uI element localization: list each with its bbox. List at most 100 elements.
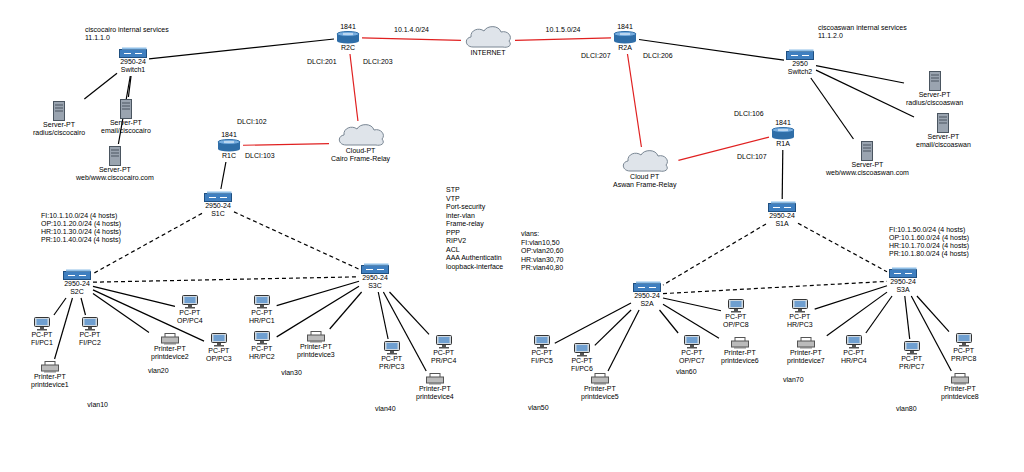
printer-node: Printer-PTprintdevice1 [30, 360, 70, 390]
router-icon [217, 139, 241, 152]
pc-node: PC-PTPR/PC7 [898, 340, 925, 372]
device-label: Server-PT [919, 91, 951, 99]
switch-node: 2950-24S3C [360, 262, 390, 291]
trunk-link [234, 212, 359, 269]
device-label: FI/PC5 [531, 357, 553, 365]
pc-icon [254, 295, 270, 309]
router-node: 1841R2A [612, 22, 638, 53]
pc-icon [436, 335, 452, 349]
server-node: Server-PTweb/www.ciscoaswan.com [825, 140, 910, 178]
device-label: printdevice2 [151, 353, 189, 361]
device-label: printdevice7 [787, 357, 825, 365]
note-text: HR:vlan30,70 [520, 256, 564, 264]
pc-node: PC-PTHR/PC2 [248, 330, 276, 362]
vlan-area: vlan70PC-PTHR/PC3PC-PTHR/PC4Printer-PTpr… [780, 293, 874, 385]
device-label: Printer-PT [944, 385, 976, 393]
pc-icon [792, 299, 808, 313]
vlan-area: vlan40PC-PTPR/PC3PC-PTPR/PC4Printer-PTpr… [372, 328, 466, 414]
device-label: PC-PT [789, 313, 810, 321]
device-label: OP/PC7 [679, 357, 705, 365]
ethernet-link [782, 150, 784, 199]
printer-node: Printer-PTprintdevice5 [580, 372, 620, 402]
pc-icon [82, 317, 98, 331]
device-label: PC-PT [381, 355, 402, 363]
pc-node: PC-PTOP/PC4 [176, 294, 204, 326]
device-label: FI/PC6 [571, 365, 593, 373]
trunk-link [663, 281, 887, 293]
subnet-label: 10.1.5.0/24 [544, 26, 581, 34]
device-label: INTERNET [471, 49, 506, 57]
dlci-label: DLCI:206 [642, 52, 674, 60]
vlan-area: vlan50PC-PTFI/PC5PC-PTFI/PC6Printer-PTpr… [525, 325, 625, 413]
zone-heading: 11.1.2.0 [818, 32, 1014, 40]
dlci-label: DLCI:106 [733, 110, 765, 118]
switch-icon [786, 49, 814, 60]
device-label: OP/PC3 [206, 355, 232, 363]
printer-node: Printer-PTprintdevice7 [786, 336, 826, 366]
device-label: R2A [618, 44, 632, 52]
vlan-area: vlan10PC-PTFI/PC1PC-PTFI/PC2Printer-PTpr… [25, 310, 111, 410]
device-label: Printer-PT [34, 373, 66, 381]
device-label: HR/PC3 [787, 321, 813, 329]
pc-node: PC-PTHR/PC4 [840, 334, 868, 366]
device-label: S1A [775, 220, 788, 228]
vlan-label: vlan10 [87, 401, 108, 409]
ethernet-link [93, 286, 175, 306]
trunk-link [93, 277, 359, 282]
device-label: 2950-24 [362, 274, 388, 282]
device-label: PC-PT [571, 357, 592, 365]
device-label: PC-PT [208, 347, 229, 355]
pc-icon [182, 295, 198, 309]
device-label: FI/PC1 [31, 339, 53, 347]
server-icon [109, 146, 121, 166]
dlci-label: DLCI:102 [236, 118, 268, 126]
note-text: loopback-interface [445, 263, 504, 271]
cloud-icon [620, 149, 670, 173]
ethernet-link [816, 66, 904, 83]
device-label: printdevice8 [941, 393, 979, 401]
pc-node: PC-PTHR/PC1 [248, 294, 276, 326]
printer-node: Printer-PTprintdevice2 [150, 332, 190, 362]
device-label: email/ciscoaswan [916, 141, 971, 149]
server-node: Server-PTemail/ciscocairo [100, 98, 152, 136]
device-label: 1841 [340, 23, 356, 31]
device-label: printdevice5 [581, 393, 619, 401]
note-text: OP:10.1.20.0/24 (4 hosts) [40, 220, 122, 228]
note-text: inter-vlan [445, 212, 476, 220]
router-node: 1841R1C [216, 130, 242, 161]
device-label: 1841 [221, 131, 237, 139]
subnet-label: 10.1.4.0/24 [393, 26, 430, 34]
printer-node: Printer-PTprintdevice6 [720, 336, 760, 366]
ethernet-link [555, 303, 631, 343]
device-label: PR/PC3 [379, 363, 404, 371]
pc-node: PC-PTPR/PC4 [430, 334, 457, 366]
device-label: Cloud PT [630, 173, 659, 181]
note-text: ACL [445, 246, 461, 254]
device-label: Switch1 [121, 66, 146, 74]
ethernet-link [84, 73, 117, 99]
switch-node: 2950-24Switch1 [118, 46, 148, 75]
device-label: Server-PT [43, 121, 75, 129]
device-label: HR/PC2 [249, 353, 275, 361]
serial-link [243, 144, 329, 146]
vlan-label: vlan30 [243, 369, 340, 377]
note-text: PR:10.1.40.0/24 (4 hosts) [40, 236, 122, 244]
switch-icon [361, 263, 389, 274]
device-label: 1841 [617, 23, 633, 31]
note-text: PPP [445, 229, 461, 237]
device-label: PC-PT [531, 349, 552, 357]
ethernet-link [608, 310, 639, 371]
pc-node: PC-PTOP/PC3 [205, 332, 233, 364]
device-label: PC-PT [433, 349, 454, 357]
device-label: OP/PC4 [177, 317, 203, 325]
ethernet-link [277, 286, 359, 337]
cloud-node: INTERNET [462, 24, 514, 58]
serial-link [627, 54, 641, 147]
device-label: PC-PT [179, 309, 200, 317]
device-label: S1C [211, 210, 225, 218]
device-label: R1C [222, 152, 236, 160]
device-label: 2950-24 [890, 278, 916, 286]
device-label: Cairo Frame-Relay [331, 155, 390, 163]
pc-icon [211, 333, 227, 347]
